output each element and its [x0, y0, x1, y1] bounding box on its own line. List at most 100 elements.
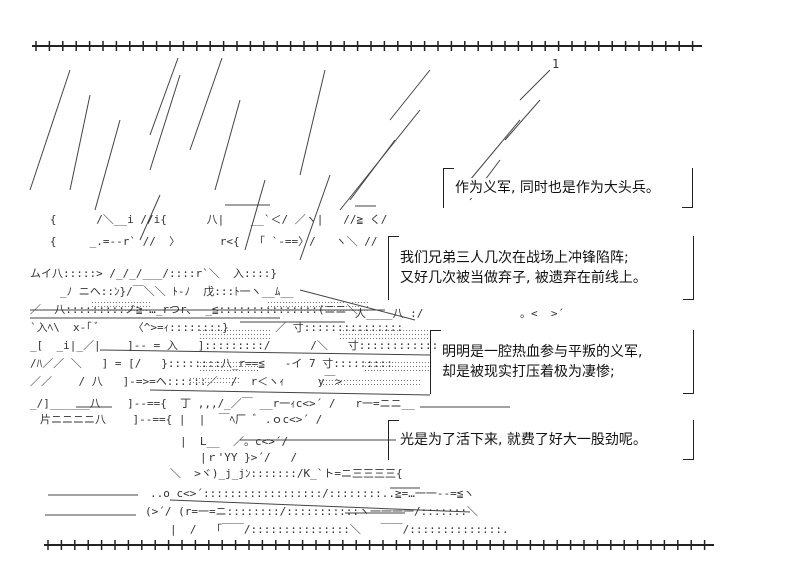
hatch-dot [367, 310, 368, 311]
hatch-dot [359, 384, 360, 385]
hatch-dot [230, 366, 231, 367]
hatch-dot [379, 338, 380, 339]
hatch-dot [406, 330, 407, 331]
hatch-dot [377, 366, 378, 367]
hatch-dot [424, 338, 425, 339]
hatch-dot [374, 362, 375, 363]
hatch-dot [116, 310, 117, 311]
hatch-dot [382, 338, 383, 339]
hatch-dot [128, 310, 129, 311]
hatch-dot [295, 310, 296, 311]
hatch-dot [283, 310, 284, 311]
hatch-dot [320, 384, 321, 385]
hatch-dot [301, 306, 302, 307]
hatch-dot [413, 366, 414, 367]
hatch-dot [218, 370, 219, 371]
hatch-dot [131, 310, 132, 311]
hatch-dot [394, 330, 395, 331]
hatch-dot [205, 382, 206, 383]
hatch-dot [92, 302, 93, 303]
hatch-dot [415, 334, 416, 335]
hatch-dot [193, 382, 194, 383]
hatch-dot [323, 380, 324, 381]
hatch-dot [412, 338, 413, 339]
hatch-dot [280, 306, 281, 307]
hatch-dot [236, 370, 237, 371]
hatch-dot [427, 330, 428, 331]
hatch-dot [212, 366, 213, 367]
hatch-dot [421, 330, 422, 331]
hatch-dot [271, 310, 272, 311]
hatch-dot [422, 362, 423, 363]
hatch-dot [238, 378, 239, 379]
hatch-dot [245, 362, 246, 363]
hatch-dot [203, 362, 204, 363]
hatch-dot [331, 302, 332, 303]
hatch-dot [323, 384, 324, 385]
hatch-dot [424, 330, 425, 331]
hatch-dot [358, 302, 359, 303]
hatch-dot [304, 302, 305, 303]
hatch-dot [242, 362, 243, 363]
hatch-dot [149, 302, 150, 303]
hatch-dot [418, 338, 419, 339]
hatch-dot [271, 302, 272, 303]
hatch-dot [392, 362, 393, 363]
hatch-dot [406, 338, 407, 339]
hatch-dot [224, 334, 225, 335]
hatch-dot [226, 378, 227, 379]
hatch-dot [350, 384, 351, 385]
hatch-dot [190, 382, 191, 383]
aa-fragment-left-2: _ﾉ ニヘ::ﾝ}/￣＼＼ ﾄ-ﾉ 戊:::ﾄ一ヽ__ﾑ__ [60, 285, 294, 298]
hatch-dot [329, 384, 330, 385]
hatch-dot [137, 306, 138, 307]
hatch-dot [251, 370, 252, 371]
hatch-dot [389, 362, 390, 363]
hatch-dot [245, 366, 246, 367]
hatch-dot [211, 378, 212, 379]
hatch-dot [422, 366, 423, 367]
hatch-dot [134, 306, 135, 307]
hatch-dot [245, 330, 246, 331]
hatch-dot [361, 338, 362, 339]
hatch-dot [223, 378, 224, 379]
hatch-dot [254, 330, 255, 331]
hatch-dot [226, 382, 227, 383]
hatch-dot [301, 302, 302, 303]
hatch-dot [383, 380, 384, 381]
hatch-dot [343, 338, 344, 339]
aa-fragment-left-6: /ﾊ／／ ＼ ] = [/ }::::::::八_r==≦ -イ 7 寸::::… [30, 357, 393, 370]
hatch-dot [353, 380, 354, 381]
hatch-dot [289, 302, 290, 303]
speed-lines [29, 57, 551, 261]
hatch-dot [242, 334, 243, 335]
hatch-dot [239, 334, 240, 335]
hatch-dot [269, 334, 270, 335]
hatch-dot [215, 370, 216, 371]
hatch-dot [386, 362, 387, 363]
hatch-dot [242, 338, 243, 339]
hatch-dot [319, 302, 320, 303]
caption-frame-3 [430, 330, 694, 394]
hatch-dot [122, 310, 123, 311]
hatch-dot [277, 306, 278, 307]
hatch-dot [385, 338, 386, 339]
hatch-dot [413, 362, 414, 363]
caption-frame-4 [388, 420, 694, 460]
hatch-dot [422, 370, 423, 371]
hatch-dot [347, 384, 348, 385]
aa-fragment-left-10: { /＼__i //i{ 八| __`＜/ ／ヽ| //≧ く/ [30, 213, 388, 226]
hatch-dot [419, 370, 420, 371]
hatch-dot [233, 362, 234, 363]
hatch-dot [386, 370, 387, 371]
hatch-dot [389, 380, 390, 381]
hatch-dot [340, 306, 341, 307]
hatch-dot [119, 310, 120, 311]
hatch-dot [110, 310, 111, 311]
hatch-dot [209, 366, 210, 367]
hatch-dot [131, 306, 132, 307]
hatch-dot [337, 310, 338, 311]
hatch-dot [233, 370, 234, 371]
hatch-dot [257, 334, 258, 335]
hatch-dot [208, 378, 209, 379]
